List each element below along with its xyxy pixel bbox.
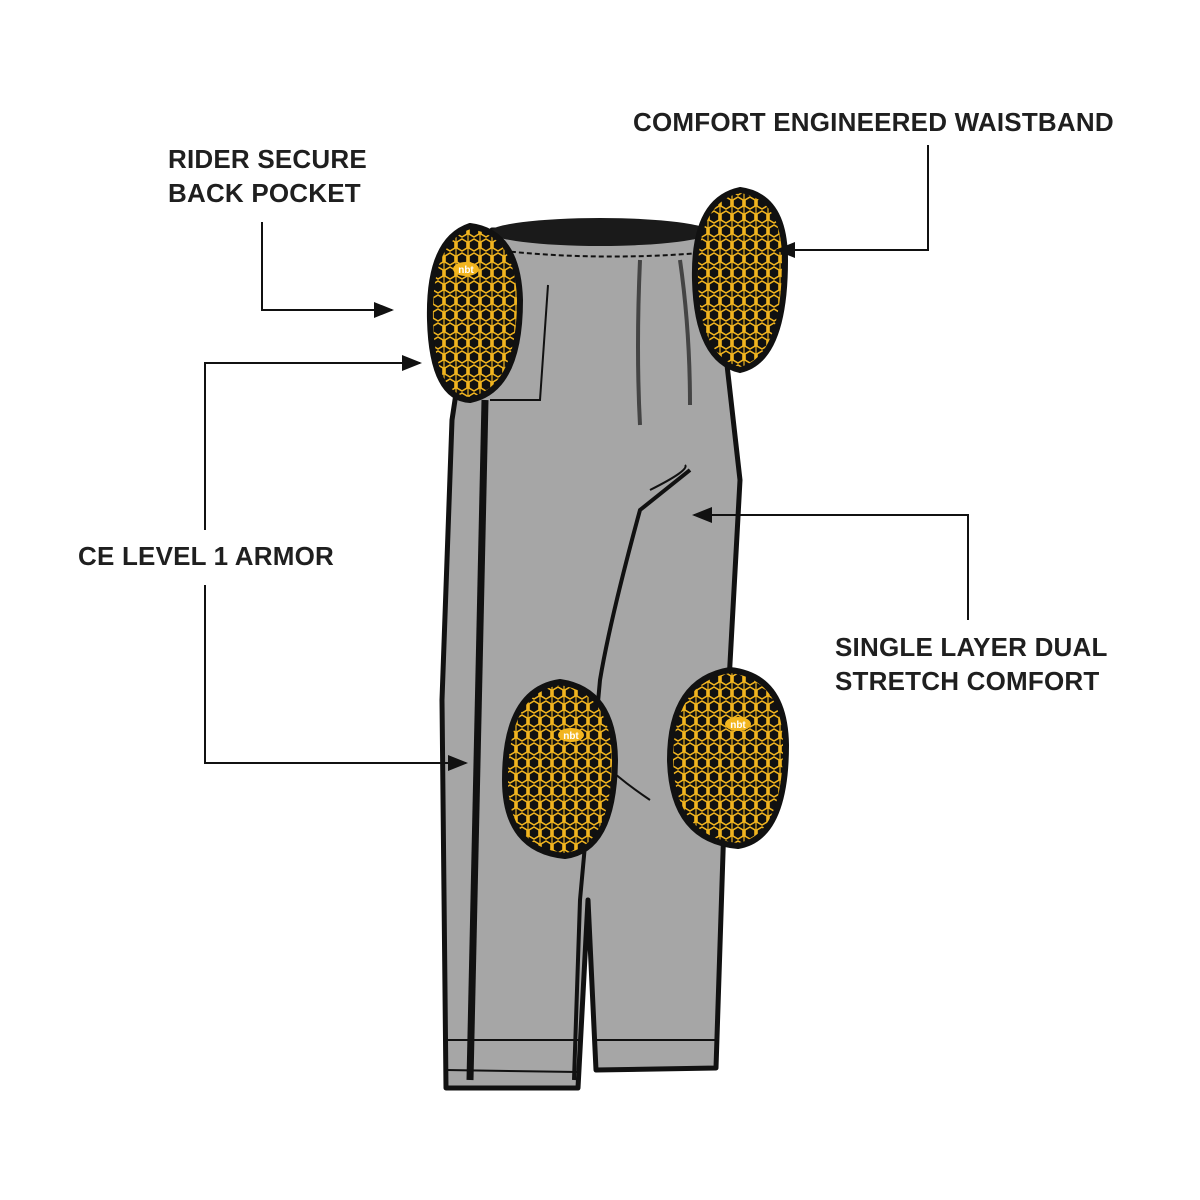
armor-pad-hip-left: nbt — [426, 222, 524, 404]
armor-pad-knee-left: nbt — [501, 678, 619, 860]
pants — [439, 218, 743, 1091]
back-pocket-label-line1: RIDER SECURE — [168, 144, 367, 174]
stretch-label-line1: SINGLE LAYER DUAL — [835, 632, 1108, 662]
armor-callout-line-upper — [204, 355, 422, 530]
stretch-callout-line — [692, 507, 969, 620]
waistband-label: COMFORT ENGINEERED WAISTBAND — [633, 107, 1114, 137]
armor-logo: nbt — [730, 720, 746, 731]
stretch-label-line2: STRETCH COMFORT — [835, 666, 1100, 696]
armor-logo: nbt — [563, 731, 579, 742]
armor-label: CE LEVEL 1 ARMOR — [78, 541, 335, 571]
armor-pad-hip-right — [691, 186, 789, 374]
armor-callout-line-lower — [204, 585, 468, 771]
armor-logo: nbt — [458, 265, 474, 276]
armor-pad-knee-right: nbt — [666, 666, 790, 850]
back-pocket-callout-line — [261, 222, 394, 318]
back-pocket-label-line2: BACK POCKET — [168, 178, 361, 208]
waistband-callout-line — [775, 145, 929, 258]
